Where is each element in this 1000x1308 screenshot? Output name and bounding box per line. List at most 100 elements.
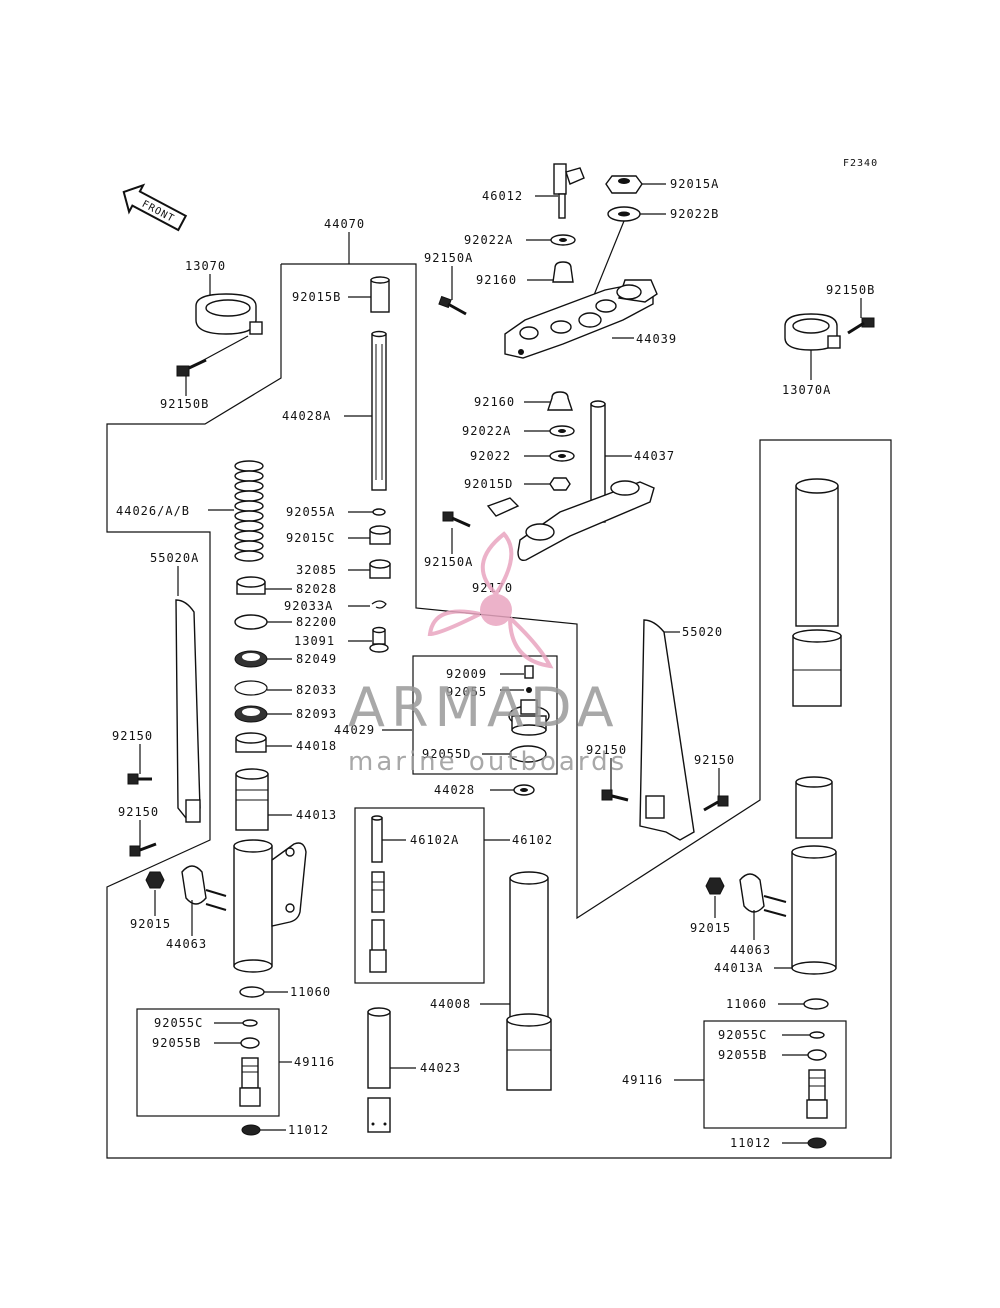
part-92150-right-1: 92150 xyxy=(586,743,629,802)
label-92022A-mid: 92022A xyxy=(462,424,511,438)
label-44063-left: 44063 xyxy=(166,937,207,951)
label-44013: 44013 xyxy=(296,808,337,822)
label-92150-right-1: 92150 xyxy=(586,743,627,757)
part-92055D: 92055D xyxy=(422,745,547,763)
part-92015C: 92015C xyxy=(286,525,391,545)
label-82028: 82028 xyxy=(296,582,337,596)
part-49116-right-valve: 49116 xyxy=(622,1069,828,1119)
label-44070: 44070 xyxy=(324,217,365,231)
label-44029: 44029 xyxy=(334,723,375,737)
label-92150A-top: 92150A xyxy=(424,251,473,265)
label-92055D: 92055D xyxy=(422,747,471,761)
part-55020-guard: 55020 xyxy=(639,619,723,841)
watermark-brand: ARMADA xyxy=(348,676,620,739)
label-92015A: 92015A xyxy=(670,177,719,191)
part-92160-top: 92160 xyxy=(476,261,574,287)
label-11012-right: 11012 xyxy=(730,1136,771,1150)
label-46012: 46012 xyxy=(482,189,523,203)
part-11060-right: 11060 xyxy=(726,997,829,1011)
label-92055C-left: 92055C xyxy=(154,1016,203,1030)
part-92055B-left: 92055B xyxy=(152,1036,260,1050)
part-82200: 82200 xyxy=(234,614,337,630)
part-92150A-mid: 92150A xyxy=(424,511,473,569)
part-11060-left: 11060 xyxy=(239,985,331,999)
part-55020A-guard: 55020A xyxy=(150,551,201,823)
label-92150B-right: 92150B xyxy=(826,283,875,297)
front-arrow-icon: FRONT xyxy=(122,183,188,232)
label-11060-left: 11060 xyxy=(290,985,331,999)
label-32085: 32085 xyxy=(296,563,337,577)
label-92055B-right: 92055B xyxy=(718,1048,767,1062)
watermark: ARMADA marine outboards xyxy=(348,531,624,777)
part-44029-cap: 44029 xyxy=(334,699,550,737)
part-46102-damper: 46102 xyxy=(369,833,552,973)
part-92150-left-1: 92150 xyxy=(112,729,153,785)
part-fork-lower-left xyxy=(233,839,307,973)
figure-code: F2340 xyxy=(843,158,878,169)
part-44013A-fork-lower: 44013A xyxy=(714,776,837,975)
part-44023: 44023 xyxy=(367,1007,460,1133)
label-44037: 44037 xyxy=(634,449,675,463)
part-44028: 44028 xyxy=(434,783,535,797)
part-92015-left: 92015 xyxy=(130,871,171,931)
part-49116-left-valve: 49116 xyxy=(239,1055,335,1107)
label-44063-right: 44063 xyxy=(730,943,771,957)
label-92015-right: 92015 xyxy=(690,921,731,935)
label-49116-left: 49116 xyxy=(294,1055,335,1069)
propeller-logo-icon xyxy=(427,531,554,669)
part-92150-right-2: 92150 xyxy=(694,753,735,812)
label-44039: 44039 xyxy=(636,332,677,346)
part-92150A-top: 92150A xyxy=(424,251,473,316)
part-92150-left-2: 92150 xyxy=(118,805,159,857)
label-55020A: 55020A xyxy=(150,551,199,565)
label-92015B: 92015B xyxy=(292,290,341,304)
label-49116-right: 49116 xyxy=(622,1073,663,1087)
part-44037-steering-stem: 44037 xyxy=(486,400,675,562)
part-46012: 46012 xyxy=(482,163,585,219)
label-13070A: 13070A xyxy=(782,383,831,397)
part-92022A-mid: 92022A xyxy=(462,424,575,438)
label-13091: 13091 xyxy=(294,634,335,648)
part-44018: 44018 xyxy=(235,732,336,753)
part-82049: 82049 xyxy=(234,650,336,668)
part-44063-left: 44063 xyxy=(166,865,227,951)
label-11012-left: 11012 xyxy=(288,1123,329,1137)
label-92150-right-2: 92150 xyxy=(694,753,735,767)
label-82033: 82033 xyxy=(296,683,337,697)
part-44008-tube: 44008 xyxy=(430,871,552,1091)
label-44008: 44008 xyxy=(430,997,471,1011)
part-92150B-left: 92150B xyxy=(160,358,208,411)
part-92055C-left: 92055C xyxy=(154,1016,258,1030)
part-92160-mid: 92160 xyxy=(474,391,573,411)
label-92015D: 92015D xyxy=(464,477,513,491)
label-92150-left-2: 92150 xyxy=(118,805,159,819)
part-82028: 82028 xyxy=(236,576,337,596)
part-44013-fork-tube: 44013 xyxy=(235,768,337,831)
label-82200: 82200 xyxy=(296,615,337,629)
label-44013A: 44013A xyxy=(714,961,763,975)
label-92055B-left: 92055B xyxy=(152,1036,201,1050)
label-92150A-mid: 92150A xyxy=(424,555,473,569)
label-92055C-right: 92055C xyxy=(718,1028,767,1042)
part-13070A-clamp: 13070A xyxy=(782,313,841,397)
label-92022A-top: 92022A xyxy=(464,233,513,247)
part-92033A: 92033A xyxy=(284,599,387,613)
part-92015-right: 92015 xyxy=(690,877,731,935)
part-92055C-right: 92055C xyxy=(718,1028,825,1042)
part-92055: 92055 xyxy=(446,685,532,699)
label-92022B: 92022B xyxy=(670,207,719,221)
part-92150B-right: 92150B xyxy=(826,283,875,335)
label-92150-left-1: 92150 xyxy=(112,729,153,743)
label-44028A: 44028A xyxy=(282,409,331,423)
part-right-fork-tube-upper xyxy=(792,478,842,707)
label-82093: 82093 xyxy=(296,707,337,721)
part-44028A-rod: 44028A xyxy=(282,330,387,491)
part-11012-right: 11012 xyxy=(730,1136,827,1150)
label-55020: 55020 xyxy=(682,625,723,639)
label-92033A: 92033A xyxy=(284,599,333,613)
part-92022: 92022 xyxy=(470,449,575,463)
part-92055B-right: 92055B xyxy=(718,1048,827,1062)
part-44063-right: 44063 xyxy=(730,873,787,957)
part-92015B: 92015B xyxy=(292,276,390,313)
label-92015-left: 92015 xyxy=(130,917,171,931)
